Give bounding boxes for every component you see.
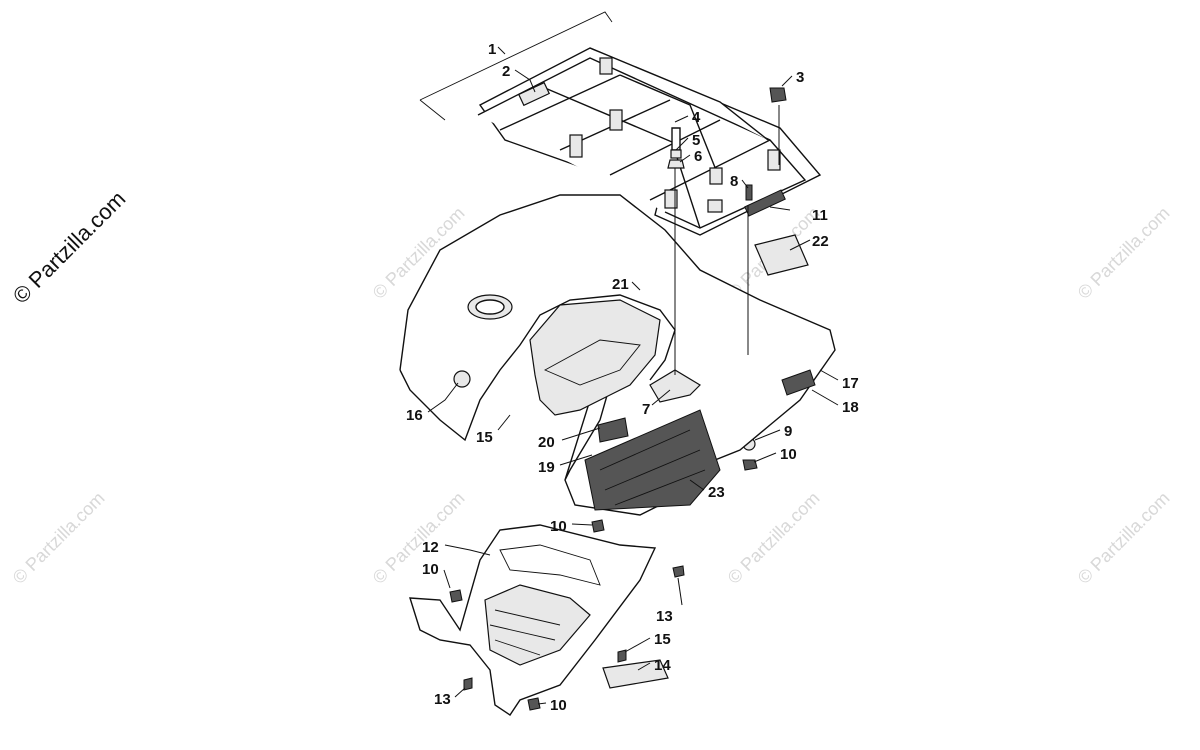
callout-23: 23 — [708, 484, 725, 501]
hardware — [449, 87, 809, 711]
callout-numbers: 1 2 3 4 5 6 8 11 22 21 17 18 7 16 15 20 … — [406, 41, 859, 714]
copyright-label: © Partzilla.com — [8, 186, 131, 309]
watermark: © Partzilla.com — [1074, 203, 1174, 303]
callout-5: 5 — [692, 132, 700, 149]
callout-4: 4 — [692, 109, 701, 126]
leader-lines — [427, 46, 839, 705]
watermark: © Partzilla.com — [1074, 488, 1174, 588]
callout-9: 9 — [784, 423, 792, 440]
callout-14: 14 — [654, 657, 671, 674]
callout-13: 13 — [656, 608, 673, 625]
callout-20: 20 — [538, 434, 555, 451]
callout-22: 22 — [812, 233, 829, 250]
callout-11: 11 — [812, 207, 828, 224]
rear-fender — [399, 105, 836, 516]
callout-15: 15 — [476, 429, 493, 446]
callout-2: 2 — [502, 63, 510, 80]
watermark: © Partzilla.com — [724, 488, 824, 588]
callout-10: 10 — [422, 561, 439, 578]
callout-16: 16 — [406, 407, 423, 424]
rear-rack — [419, 11, 822, 236]
callout-18: 18 — [842, 399, 859, 416]
callout-15: 15 — [654, 631, 671, 648]
callout-6: 6 — [694, 148, 702, 165]
callout-1: 1 — [488, 41, 496, 58]
callout-10: 10 — [780, 446, 797, 463]
watermark: © Partzilla.com — [369, 488, 469, 588]
callout-8: 8 — [730, 173, 738, 190]
watermark: © Partzilla.com — [9, 488, 109, 588]
callout-12: 12 — [422, 539, 439, 556]
footwell — [409, 524, 669, 716]
callout-21: 21 — [612, 276, 629, 293]
callout-7: 7 — [642, 401, 650, 418]
callout-13: 13 — [434, 691, 451, 708]
callout-3: 3 — [796, 69, 804, 86]
callout-10: 10 — [550, 697, 567, 714]
callout-10: 10 — [550, 518, 567, 535]
callout-19: 19 — [538, 459, 555, 476]
callout-17: 17 — [842, 375, 859, 392]
